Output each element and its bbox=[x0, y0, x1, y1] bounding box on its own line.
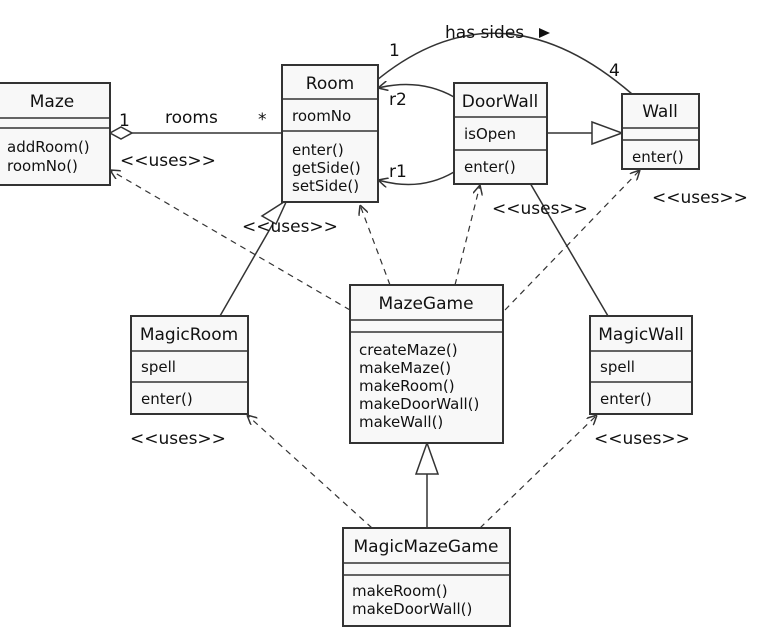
class-name: Maze bbox=[30, 92, 74, 112]
multiplicity-label: 1 bbox=[389, 41, 400, 61]
method: makeDoorWall() bbox=[352, 600, 472, 618]
method: enter() bbox=[632, 148, 684, 166]
method: addRoom() bbox=[7, 138, 90, 156]
attribute: roomNo bbox=[292, 107, 351, 125]
uses-label: <<uses>> bbox=[594, 429, 690, 449]
role-label: r2 bbox=[389, 90, 407, 110]
uses-dependency-line bbox=[504, 170, 640, 311]
class-name: Wall bbox=[642, 102, 678, 122]
method: makeRoom() bbox=[352, 582, 448, 600]
uses-label: <<uses>> bbox=[652, 188, 748, 208]
class-wall: Wall enter() bbox=[621, 93, 700, 170]
class-name: MagicMazeGame bbox=[353, 537, 498, 557]
r2-association-line bbox=[378, 85, 455, 98]
method: setSide() bbox=[292, 177, 359, 195]
class-doorwall: DoorWall isOpen enter() bbox=[453, 82, 548, 185]
method: enter() bbox=[292, 141, 344, 159]
class-mazegame: MazeGame createMaze() makeMaze() makeRoo… bbox=[349, 284, 504, 444]
class-magicmazegame: MagicMazeGame makeRoom() makeDoorWall() bbox=[342, 527, 511, 627]
class-magicwall: MagicWall spell enter() bbox=[589, 315, 693, 415]
multiplicity-label: 4 bbox=[609, 61, 620, 81]
method: makeDoorWall() bbox=[359, 395, 479, 413]
method: enter() bbox=[141, 390, 193, 408]
association-label: rooms bbox=[165, 108, 218, 128]
method: makeRoom() bbox=[359, 377, 455, 395]
method: makeMaze() bbox=[359, 359, 451, 377]
inheritance-triangle-icon bbox=[260, 197, 289, 226]
inheritance-triangle-icon bbox=[414, 440, 440, 475]
class-name: MazeGame bbox=[378, 294, 473, 314]
method: getSide() bbox=[292, 159, 361, 177]
method: enter() bbox=[600, 390, 652, 408]
inheritance-triangle-icon bbox=[591, 120, 625, 146]
has-sides-association-line bbox=[376, 32, 633, 95]
class-room: Room roomNo enter() getSide() setSide() bbox=[281, 64, 379, 203]
method: createMaze() bbox=[359, 341, 458, 359]
class-magicroom: MagicRoom spell enter() bbox=[130, 315, 249, 415]
uses-dependency-line bbox=[479, 415, 597, 529]
association-label: has sides bbox=[445, 23, 524, 43]
uses-dependency-line bbox=[454, 185, 480, 286]
uses-label: <<uses>> bbox=[130, 429, 226, 449]
multiplicity-label: * bbox=[258, 110, 267, 130]
role-label: r1 bbox=[389, 162, 407, 182]
class-name: MagicWall bbox=[598, 325, 684, 345]
method: enter() bbox=[464, 158, 516, 176]
class-name: MagicRoom bbox=[140, 325, 238, 345]
uses-label: <<uses>> bbox=[120, 151, 216, 171]
uses-dependency-line bbox=[110, 170, 351, 311]
attribute: spell bbox=[600, 358, 635, 376]
attribute: spell bbox=[141, 358, 176, 376]
r1-association-line bbox=[378, 171, 455, 185]
magicwall-inheritance-line bbox=[529, 182, 609, 317]
aggregation-diamond-icon bbox=[108, 126, 134, 140]
attribute: isOpen bbox=[464, 125, 516, 143]
class-maze: Maze addRoom() roomNo() bbox=[0, 82, 111, 186]
multiplicity-label: 1 bbox=[119, 111, 130, 131]
uses-dependency-line bbox=[360, 205, 391, 286]
uses-label: <<uses>> bbox=[242, 217, 338, 237]
direction-arrow-icon bbox=[539, 28, 550, 38]
method: makeWall() bbox=[359, 413, 443, 431]
method: roomNo() bbox=[7, 157, 78, 175]
magicroom-inheritance-line bbox=[219, 214, 279, 317]
class-name: Room bbox=[306, 74, 354, 94]
uses-label: <<uses>> bbox=[492, 199, 588, 219]
class-name: DoorWall bbox=[462, 92, 538, 112]
